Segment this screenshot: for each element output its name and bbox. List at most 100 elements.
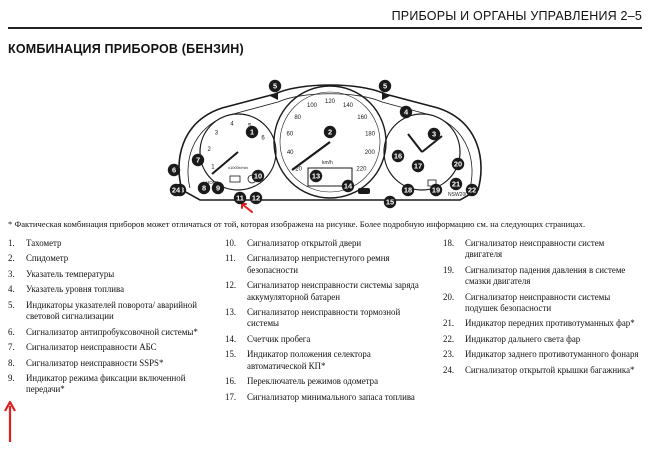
legend-item-number: 21. bbox=[443, 318, 455, 329]
speedometer-tick-label: 140 bbox=[343, 103, 354, 109]
cluster-outline bbox=[178, 84, 482, 201]
callout-8: 8 bbox=[197, 181, 211, 195]
legend-item-text: Индикатор заднего противотуманного фонар… bbox=[465, 349, 639, 360]
speedometer-tick-label: 60 bbox=[287, 132, 294, 138]
tachometer-tick-label: 6 bbox=[261, 136, 265, 142]
svg-text:12: 12 bbox=[252, 194, 260, 203]
svg-text:16: 16 bbox=[394, 152, 402, 161]
legend-item: 6.Сигнализатор антипробуксовочной систем… bbox=[8, 327, 208, 338]
legend-item: 19. Сигнализатор падения давления в систе… bbox=[443, 265, 643, 288]
legend-item-text: Сигнализатор непристегнутого ремня безоп… bbox=[247, 253, 390, 275]
legend-item: 1.Тахометр bbox=[8, 238, 208, 249]
legend-item-text: Индикатор дальнего света фар bbox=[465, 333, 581, 344]
legend-item-text: Указатель температуры bbox=[26, 268, 115, 279]
svg-text:8: 8 bbox=[202, 184, 206, 193]
legend-item: 3. Указатель температуры bbox=[8, 269, 208, 280]
svg-text:17: 17 bbox=[414, 162, 422, 171]
svg-text:4: 4 bbox=[404, 108, 409, 117]
legend-item-number: 2. bbox=[8, 253, 15, 264]
callout-13: 13 bbox=[309, 169, 323, 183]
legend-item: 5.Индикаторы указателей поворота/ аварий… bbox=[8, 300, 208, 323]
svg-text:19: 19 bbox=[432, 186, 440, 195]
hold-indicator-label: HOLD bbox=[206, 180, 219, 185]
callout-1: 1 bbox=[245, 125, 259, 139]
callout-19: 19 bbox=[429, 183, 443, 197]
legend-item: 16.Переключатель режимов одометра bbox=[225, 376, 420, 387]
figure-footnote: * Фактическая комбинация приборов может … bbox=[8, 219, 586, 229]
legend-item-number: 24. bbox=[443, 364, 455, 375]
legend-item-number: 23. bbox=[443, 349, 455, 360]
callout-5: 5 bbox=[378, 79, 392, 93]
legend-item-number: 4. bbox=[8, 284, 15, 295]
legend-item-number: 7. bbox=[8, 342, 15, 353]
red-pointer-arrow-icon bbox=[4, 400, 16, 442]
callout-14: 14 bbox=[341, 179, 355, 193]
legend-item-number: 20. bbox=[443, 291, 455, 302]
callout-21: 21 bbox=[449, 177, 463, 191]
legend-item: 12. Сигнализатор неисправности системы за… bbox=[225, 280, 420, 303]
legend-item-text: Индикаторы указателей поворота/ аварийно… bbox=[26, 299, 197, 322]
svg-text:5: 5 bbox=[383, 82, 387, 91]
legend-item-text: Сигнализатор неисправности систем двигат… bbox=[465, 238, 605, 260]
legend-item-text: Сигнализатор неисправности системы подуш… bbox=[465, 291, 611, 313]
speedometer-tick-label: 20 bbox=[295, 167, 302, 173]
callout-17: 17 bbox=[411, 159, 425, 173]
callout-10: 10 bbox=[251, 169, 265, 183]
legend-item-number: 14. bbox=[225, 333, 237, 344]
legend-item: 20. Сигнализатор неисправности системы по… bbox=[443, 292, 643, 315]
legend-item-text: Сигнализатор минимального запаса топлива bbox=[247, 391, 415, 402]
legend-item-text: Сигнализатор антипробуксовочной системы* bbox=[26, 326, 198, 337]
legend-item-text: Указатель уровня топлива bbox=[26, 284, 125, 295]
legend-item: 11. Сигнализатор непристегнутого ремня бе… bbox=[225, 253, 420, 276]
legend-item: 4. Указатель уровня топлива bbox=[8, 284, 208, 295]
svg-text:5: 5 bbox=[273, 82, 277, 91]
tachometer-needle bbox=[211, 151, 239, 175]
svg-text:11: 11 bbox=[236, 194, 244, 203]
svg-text:14: 14 bbox=[344, 182, 353, 191]
svg-text:20: 20 bbox=[454, 160, 462, 169]
legend-item-number: 10. bbox=[225, 238, 237, 248]
instrument-cluster-diagram: 20406080100120140160180200220123456 1234… bbox=[167, 79, 482, 213]
legend-item: 14. Счетчик пробега bbox=[225, 334, 420, 345]
legend-item-text: Индикатор передних противотуманных фар* bbox=[465, 318, 635, 329]
legend-item-number: 15. bbox=[225, 349, 237, 360]
speedometer-tick-label: 100 bbox=[307, 103, 318, 109]
left-turn-arrow-icon bbox=[270, 92, 278, 100]
legend-item-text: Счетчик пробега bbox=[247, 333, 311, 344]
legend-item-text: Сигнализатор падения давления в системе … bbox=[465, 264, 626, 287]
svg-text:13: 13 bbox=[312, 172, 320, 181]
svg-text:22: 22 bbox=[468, 186, 476, 195]
battery-warning-icon bbox=[229, 175, 241, 183]
callout-18: 18 bbox=[401, 183, 415, 197]
header-divider bbox=[8, 27, 642, 29]
tachometer-dial bbox=[199, 113, 277, 191]
svg-text:7: 7 bbox=[196, 156, 200, 165]
legend-item-text: Сигнализатор неисправности системы заряд… bbox=[247, 280, 419, 302]
legend-item-number: 3. bbox=[8, 268, 15, 279]
legend-column-3: 18.Сигнализатор неисправности систем дви… bbox=[443, 238, 643, 380]
speedometer-tick-label: 160 bbox=[357, 115, 368, 121]
legend-item-number: 8. bbox=[8, 357, 15, 368]
legend-column-2: 10. Сигнализатор открытой двери 11. Сигнали… bbox=[225, 238, 420, 407]
tachometer-tick-label: 2 bbox=[208, 147, 212, 153]
callout-11: 11 bbox=[233, 191, 247, 205]
highlight-arrow-icon bbox=[241, 203, 253, 213]
legend-item-number: 22. bbox=[443, 333, 455, 344]
legend-item-number: 19. bbox=[443, 264, 455, 275]
speedometer-dial bbox=[273, 85, 387, 199]
legend-item-text: Сигнализатор открытой крышки багажника* bbox=[465, 364, 635, 375]
legend-item-number: 11. bbox=[225, 253, 236, 264]
legend-item: 17. Сигнализатор минимального запаса топл… bbox=[225, 392, 420, 403]
odometer-display bbox=[307, 167, 353, 187]
legend-item: 23. Индикатор заднего противотуманного фо… bbox=[443, 349, 643, 360]
svg-text:10: 10 bbox=[254, 172, 262, 181]
legend-item-text: Индикатор режима фиксации включенной пер… bbox=[26, 373, 186, 395]
legend-item-number: 12. bbox=[225, 280, 237, 291]
callout-24: 24 bbox=[169, 183, 183, 197]
speedometer-needle bbox=[291, 141, 331, 171]
legend-item-text: Сигнализатор открытой двери bbox=[247, 238, 362, 248]
legend-item-number: 17. bbox=[225, 391, 237, 402]
callout-22: 22 bbox=[465, 183, 479, 197]
legend-item: 18.Сигнализатор неисправности систем дви… bbox=[443, 238, 643, 261]
